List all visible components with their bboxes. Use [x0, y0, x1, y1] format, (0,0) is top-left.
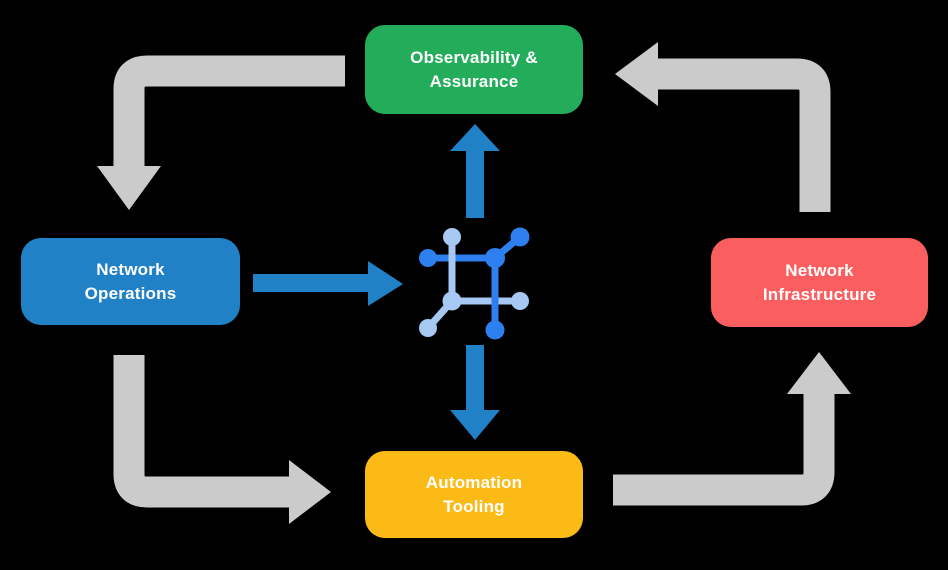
- icon-node-left: [419, 249, 437, 267]
- arrow-elbow: [113, 355, 289, 508]
- node-network-infrastructure: Network Infrastructure: [711, 238, 928, 327]
- node-operations-label: Network Operations: [84, 259, 177, 303]
- arrow-center-to-automation: [450, 345, 500, 440]
- arrow-operations-to-automation: [113, 355, 331, 524]
- arrow-shaft: [253, 274, 368, 292]
- arrow-center-to-observability: [450, 124, 500, 218]
- node-observability-label: Observability & Assurance: [410, 47, 538, 91]
- arrow-infrastructure-to-observability: [615, 42, 831, 212]
- arrow-elbow: [658, 58, 831, 212]
- arrow-head-up: [450, 124, 500, 151]
- network-platform-icon: [419, 227, 530, 340]
- icon-node-bottom: [485, 320, 505, 340]
- icon-node-top-right-corner: [485, 248, 505, 268]
- arrow-shaft: [466, 150, 484, 218]
- icon-node-right: [511, 292, 529, 310]
- arrow-observability-to-operations: [97, 55, 345, 210]
- icon-node-top: [443, 228, 461, 246]
- arrow-elbow: [613, 394, 835, 506]
- arrow-head-up: [787, 352, 851, 394]
- node-automation-tooling: Automation Tooling: [365, 451, 583, 538]
- icon-node-bottom-left-corner: [442, 291, 462, 311]
- node-network-operations: Network Operations: [21, 238, 240, 325]
- arrow-head-down: [97, 166, 161, 210]
- node-automation-label: Automation Tooling: [425, 472, 523, 516]
- arrow-automation-to-infrastructure: [613, 352, 851, 506]
- icon-node-bottom-left: [419, 319, 437, 337]
- arrow-head-right: [368, 261, 403, 306]
- arrow-head-down: [450, 410, 500, 440]
- arrow-elbow: [113, 55, 345, 168]
- arrow-shaft: [466, 345, 484, 411]
- node-observability-assurance: Observability & Assurance: [365, 25, 583, 114]
- icon-node-top-right: [510, 227, 530, 247]
- node-infrastructure-label: Network Infrastructure: [762, 260, 877, 304]
- arrow-head-left: [615, 42, 658, 106]
- arrow-head-right: [289, 460, 331, 524]
- arrow-operations-to-center: [253, 261, 403, 306]
